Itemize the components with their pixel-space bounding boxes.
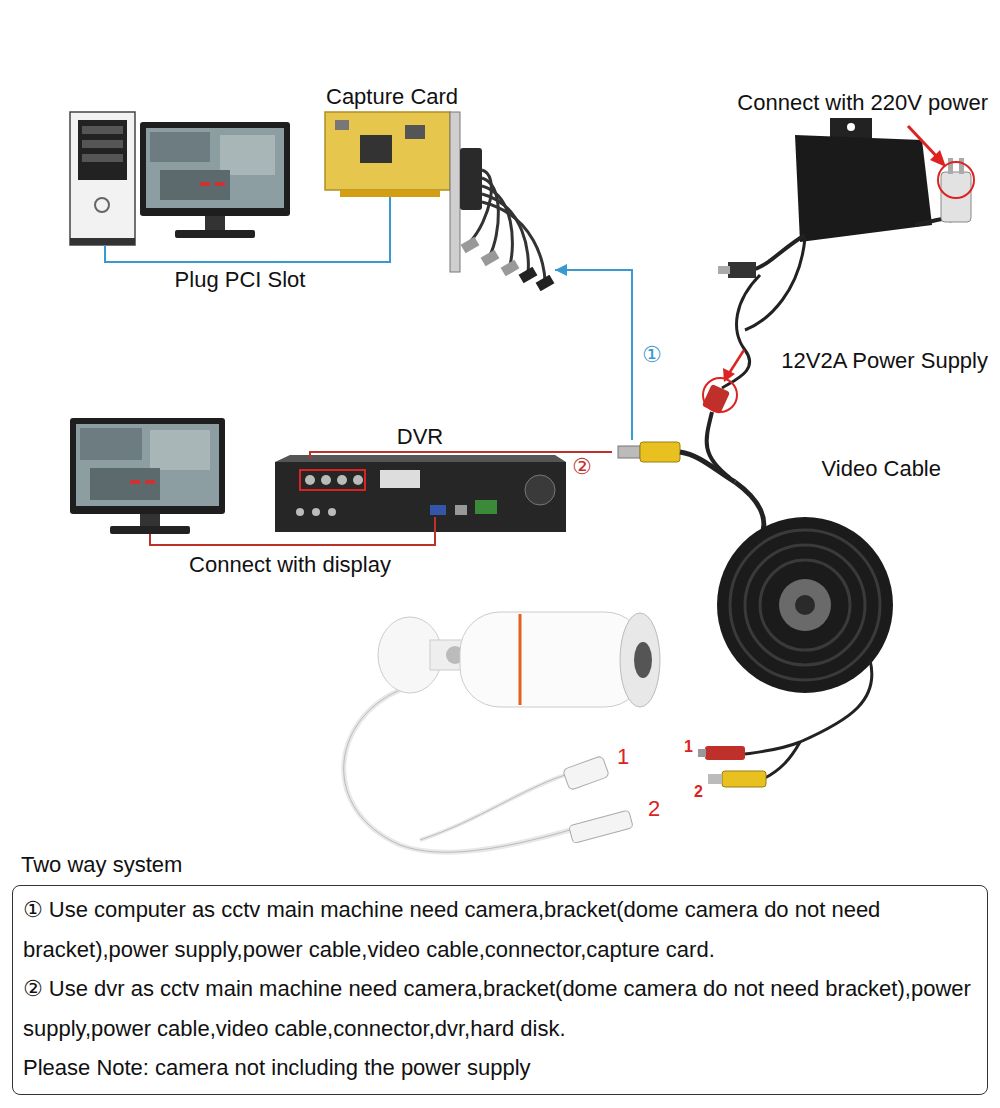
node-text: 12V2A Power Supply [781, 348, 988, 374]
computer-monitor [140, 122, 290, 238]
node-text: ② Use dvr as cctv main machine need came… [23, 969, 977, 1048]
node-title: Two way system [21, 852, 182, 878]
node-title: Video Cable [822, 456, 941, 482]
dvr-recorder [275, 455, 566, 532]
display-wire [150, 517, 435, 545]
callout-number: 2 [694, 783, 703, 801]
edge-label: ① [640, 343, 664, 367]
bullet-camera [344, 612, 660, 852]
callout-number: 1 [684, 738, 693, 756]
capture-card-node: Capture Card [320, 82, 555, 290]
node-title: Connect with 220V power [737, 90, 988, 116]
node-text: Please Note: camera not including the po… [23, 1048, 977, 1088]
connector-line [555, 270, 632, 440]
callout-number: 1 [617, 744, 629, 770]
connector [555, 264, 632, 440]
connector-line [310, 452, 612, 458]
video-cable-node: Video Cable [612, 440, 947, 488]
computer-tower [70, 112, 135, 245]
edge-label: ② [570, 455, 594, 479]
node-title: DVR [275, 424, 565, 450]
arrow-head [555, 264, 567, 276]
wire-label: Plug PCI Slot [175, 267, 306, 293]
cable-reel [698, 482, 893, 787]
pci-wire [105, 197, 390, 262]
note-box: Two way system① Use computer as cctv mai… [12, 885, 988, 1095]
capture-card [325, 112, 554, 291]
power-adapter [718, 118, 974, 388]
dvr-monitor [70, 418, 225, 534]
callout-number: 2 [648, 796, 660, 822]
node-text: ① Use computer as cctv main machine need… [23, 890, 977, 969]
video-connector [618, 378, 737, 482]
connector [310, 452, 612, 458]
node-title: Capture Card [326, 84, 458, 110]
wire-label: Connect with display [189, 552, 391, 578]
power-supply-node: Connect with 220V power 12V2A Power Suppl… [688, 86, 994, 376]
dvr-node: DVR [275, 458, 565, 532]
